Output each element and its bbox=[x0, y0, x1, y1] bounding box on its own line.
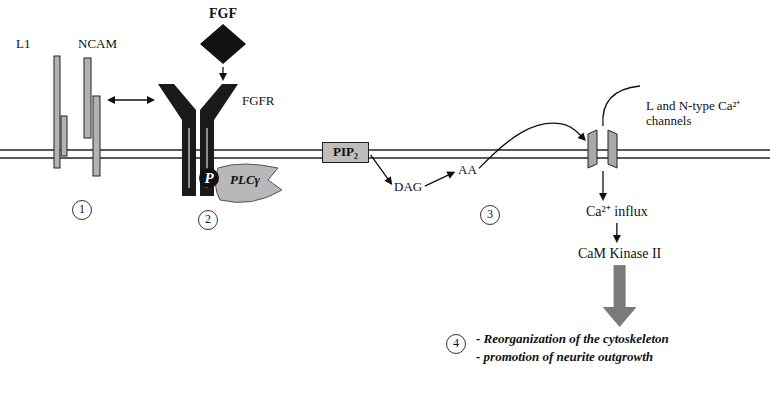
process-label-text: CaM Kinase II bbox=[578, 246, 661, 262]
ncam-molecule-outline bbox=[82, 58, 104, 176]
ncam-molecule: NCAM bbox=[82, 58, 104, 176]
arrow-head bbox=[603, 307, 637, 327]
signal-arrow bbox=[219, 67, 227, 81]
signal-arrow bbox=[425, 172, 455, 187]
arrow-shaft bbox=[425, 174, 450, 186]
molecule-label: DAG bbox=[394, 180, 422, 195]
outcome-text-text: - promotion of neurite outgrowth bbox=[476, 348, 669, 366]
arrow-head bbox=[384, 176, 392, 185]
ligand-diamond-fill bbox=[200, 24, 246, 64]
ncam-molecule-text: NCAM bbox=[78, 37, 117, 52]
arrow-shaft bbox=[602, 171, 603, 195]
ligand-diamond-text: FGF bbox=[209, 6, 237, 22]
outcome-text-text: - Reorganization of the cytoskeleton bbox=[476, 330, 669, 348]
arrow-shaft bbox=[614, 265, 626, 313]
receptor-shape-text: FGFR bbox=[242, 94, 275, 109]
callout-number: 1 bbox=[72, 200, 92, 220]
arrow-head bbox=[613, 235, 621, 243]
signal-arrow bbox=[479, 123, 586, 168]
signal-arrow bbox=[613, 223, 621, 243]
enzyme-outline bbox=[215, 164, 282, 202]
arrow-head bbox=[599, 193, 607, 201]
channel-shape-text: L and N-type Ca²⁺ channels bbox=[646, 98, 764, 128]
ligand-diamond-outline bbox=[200, 24, 246, 64]
channel-subunit bbox=[608, 130, 617, 168]
arrow-head bbox=[446, 172, 455, 179]
channel-subunit bbox=[588, 130, 597, 168]
molecule-label-text: AA bbox=[458, 163, 477, 178]
signal-arrow bbox=[107, 96, 155, 104]
enzyme-shape-text: PLCγ bbox=[230, 173, 260, 188]
domain-bar bbox=[93, 96, 100, 176]
callout-number: 4 bbox=[446, 334, 466, 354]
outcome-text: - Reorganization of the cytoskeleton- pr… bbox=[476, 330, 669, 366]
arrow-head bbox=[107, 96, 115, 104]
process-label: Ca²⁺ influx bbox=[586, 204, 648, 220]
domain-bar bbox=[61, 116, 67, 156]
signal-arrow bbox=[599, 171, 607, 201]
block-arrow bbox=[603, 265, 637, 327]
channel-shape-outline bbox=[588, 130, 618, 168]
channel-shape: L and N-type Ca²⁺ channels bbox=[588, 130, 618, 168]
membrane-line bbox=[0, 157, 770, 158]
arrow-shaft bbox=[113, 99, 150, 100]
enzyme-shape: PLCγ bbox=[212, 160, 284, 204]
lipid-box: PIP₂ bbox=[322, 142, 369, 163]
arrow-head bbox=[219, 73, 227, 81]
process-label-text: Ca²⁺ influx bbox=[586, 204, 648, 220]
receptor-arm bbox=[158, 84, 196, 196]
phospho-mark: P bbox=[199, 168, 219, 188]
receptor-stripe bbox=[189, 128, 190, 188]
l1-molecule-text: L1 bbox=[16, 37, 30, 52]
membrane-line bbox=[0, 149, 770, 150]
molecule-label-text: DAG bbox=[394, 180, 422, 195]
arrow-head bbox=[147, 96, 155, 104]
signal-arrow bbox=[371, 155, 393, 185]
process-label: CaM Kinase II bbox=[578, 246, 661, 262]
influx-curve bbox=[603, 86, 640, 126]
molecule-label: AA bbox=[458, 163, 477, 178]
arrow-head bbox=[578, 133, 586, 142]
domain-bar bbox=[84, 58, 91, 138]
l1-molecule-outline bbox=[52, 56, 72, 176]
ligand-diamond: FGF bbox=[200, 24, 246, 64]
l1-molecule: L1 bbox=[52, 56, 72, 176]
domain-bar bbox=[54, 56, 60, 168]
lipid-box-text: PIP₂ bbox=[333, 145, 358, 160]
callout-number: 2 bbox=[198, 210, 218, 230]
callout-number: 3 bbox=[480, 205, 500, 225]
arrow-shaft bbox=[371, 155, 389, 181]
arrow-shaft bbox=[479, 123, 582, 168]
